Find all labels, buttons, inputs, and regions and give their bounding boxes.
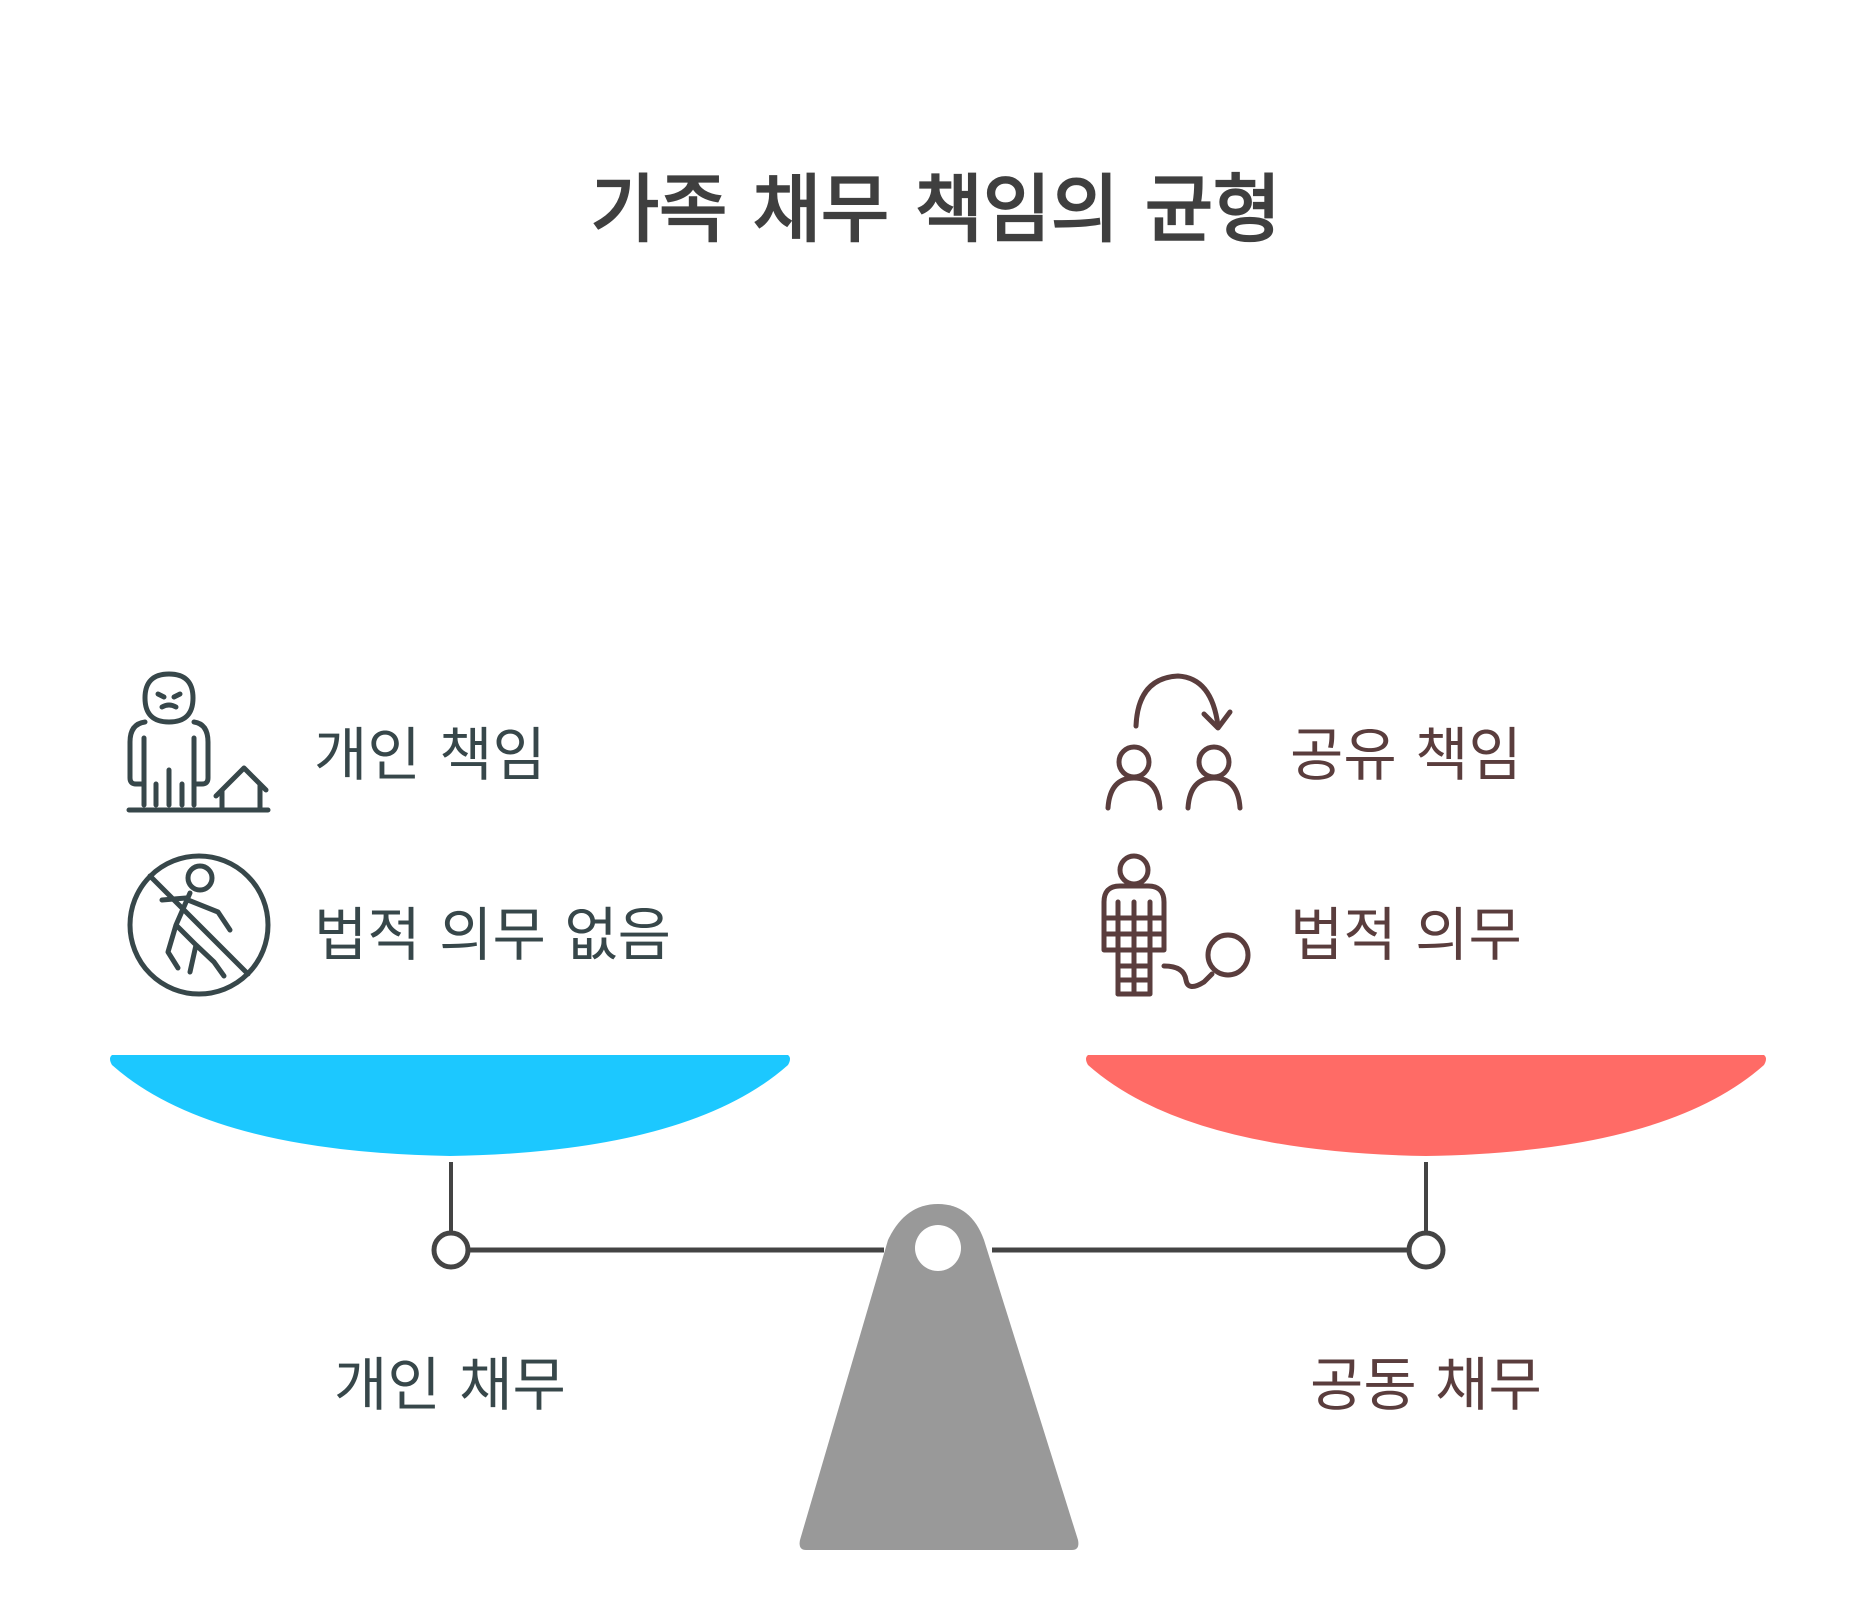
right-item-label-legal-obligation: 법적 의무 [1290,901,1522,969]
left-pan-label: 개인 채무 [334,1351,566,1419]
person-with-house-icon [126,671,271,813]
shared-people-arrow-icon [1105,673,1243,811]
right-pan-label: 공동 채무 [1310,1351,1542,1419]
fulcrum-hole [915,1225,961,1271]
diagram-title: 가족 채무 책임의 균형 [590,167,1281,253]
fulcrum [799,1204,1079,1550]
no-pedestrian-icon [127,853,271,997]
left-item-label-no-legal-obligation: 법적 의무 없음 [314,901,672,969]
left-pivot [431,1230,471,1270]
left-item-label-personal-responsibility: 개인 책임 [314,721,546,789]
right-item-label-shared-responsibility: 공유 책임 [1290,721,1522,789]
right-pan [1086,1055,1766,1156]
right-pivot [1406,1230,1446,1270]
person-in-cage-chain-icon [1101,853,1251,997]
left-pan [110,1055,790,1156]
